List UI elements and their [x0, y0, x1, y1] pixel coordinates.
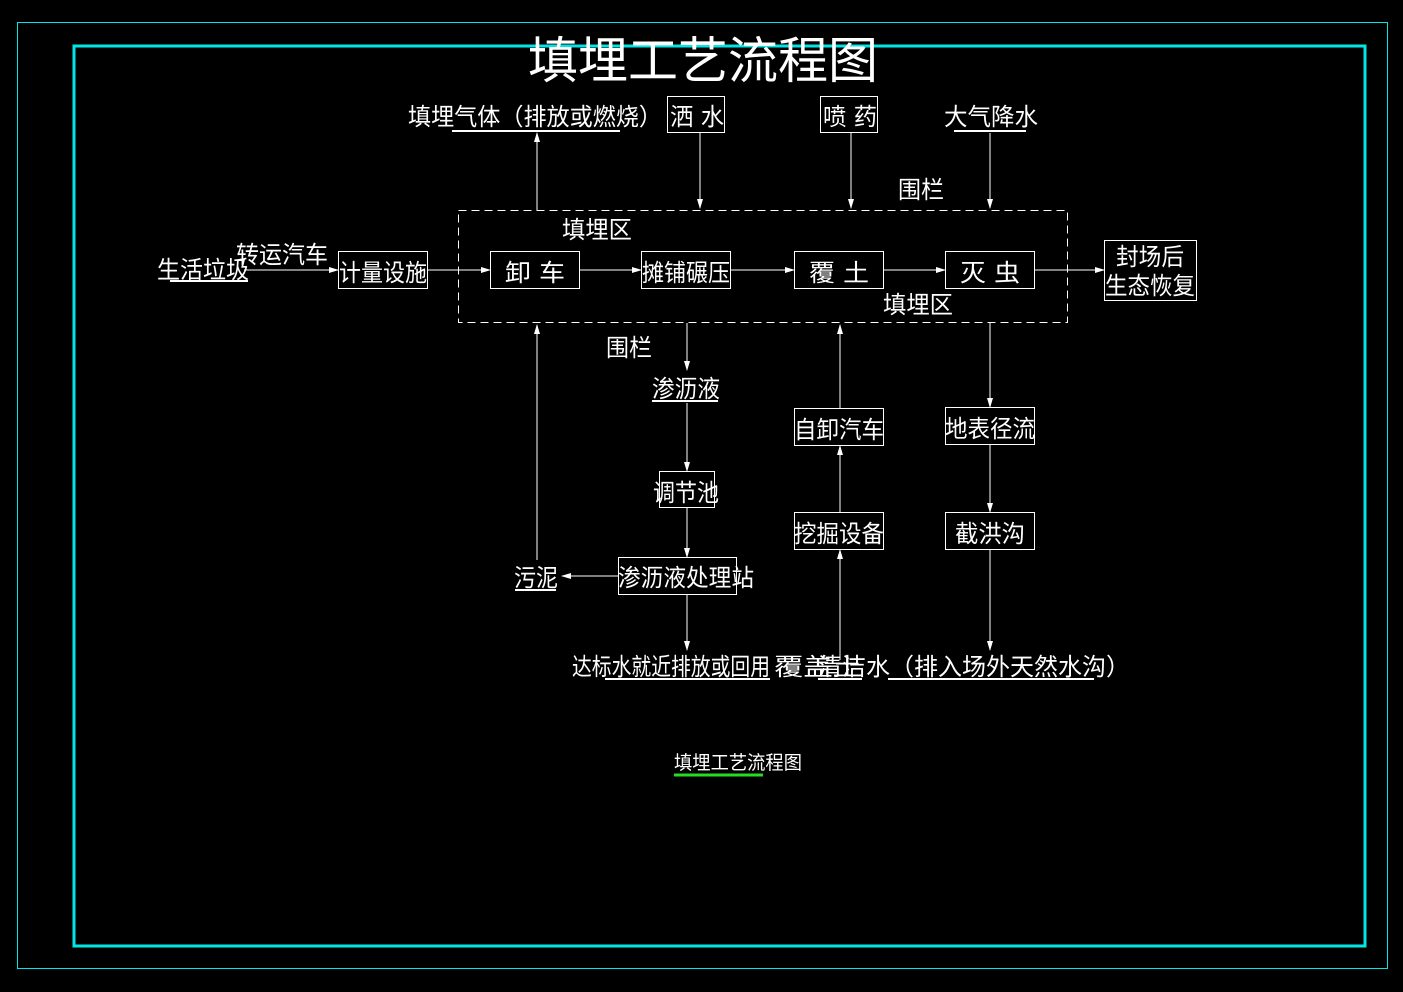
landfill-zone-label-top: 填埋区	[562, 216, 632, 244]
diagram-title: 填埋工艺流程图	[528, 32, 878, 90]
sprinkle-water-label: 洒 水	[670, 103, 724, 131]
spray-pesticide-box	[820, 96, 878, 133]
pest-control-box	[945, 251, 1035, 289]
weighing-box	[338, 251, 428, 289]
spreading-label: 摊铺碾压	[642, 259, 730, 287]
leachate-station-box	[618, 557, 737, 595]
closure-box	[1104, 240, 1197, 301]
surface-runoff-box	[945, 407, 1035, 445]
leachate-station-label: 渗沥液处理站	[618, 564, 754, 592]
closure-label-2: 生态恢复	[1105, 272, 1195, 300]
excavation-label: 挖掘设备	[794, 520, 884, 548]
landfill-zone-boundary	[458, 210, 1068, 323]
covering-label: 覆 土	[809, 259, 869, 287]
dump-truck-label: 自卸汽车	[794, 416, 884, 444]
leachate-label: 渗沥液	[652, 375, 720, 403]
unloading-label: 卸 车	[505, 259, 565, 287]
precipitation-label: 大气降水	[944, 103, 1038, 131]
flood-ditch-box	[945, 512, 1035, 550]
weighing-label: 计量设施	[339, 259, 427, 287]
clean-water-label: 清洁水（排入场外天然水沟）	[818, 653, 1130, 681]
regulating-pool-box	[659, 471, 715, 508]
flood-ditch-label: 截洪沟	[955, 520, 1025, 548]
inner-frame	[72, 44, 1367, 948]
pest-control-label: 灭 虫	[960, 259, 1020, 287]
diagram-caption: 填埋工艺流程图	[674, 752, 802, 774]
excavation-box	[794, 512, 884, 550]
dump-truck-box	[794, 408, 884, 446]
covering-box	[794, 251, 884, 289]
sludge-label: 污泥	[514, 564, 558, 592]
landfill-zone-label-bottom: 填埋区	[883, 291, 953, 319]
spreading-box	[641, 251, 731, 289]
cover-soil-label: 覆盖土	[774, 653, 862, 681]
transport-truck-label: 转运汽车	[236, 241, 328, 269]
sprinkle-water-box	[667, 96, 725, 133]
landfill-gas-label: 填埋气体（排放或燃烧）	[408, 103, 662, 131]
unloading-box	[490, 251, 580, 289]
surface-runoff-label: 地表径流	[945, 415, 1035, 443]
fence-label-top: 围栏	[898, 176, 944, 204]
domestic-waste-label: 生活垃圾	[157, 256, 249, 284]
spray-pesticide-label: 喷 药	[823, 103, 877, 131]
outer-frame	[17, 22, 1388, 969]
fence-label-bottom: 围栏	[606, 334, 652, 362]
regulating-pool-label: 调节池	[653, 479, 719, 507]
closure-label-1: 封场后	[1116, 243, 1184, 271]
treated-discharge-label: 达标水就近排放或回用	[572, 653, 770, 681]
